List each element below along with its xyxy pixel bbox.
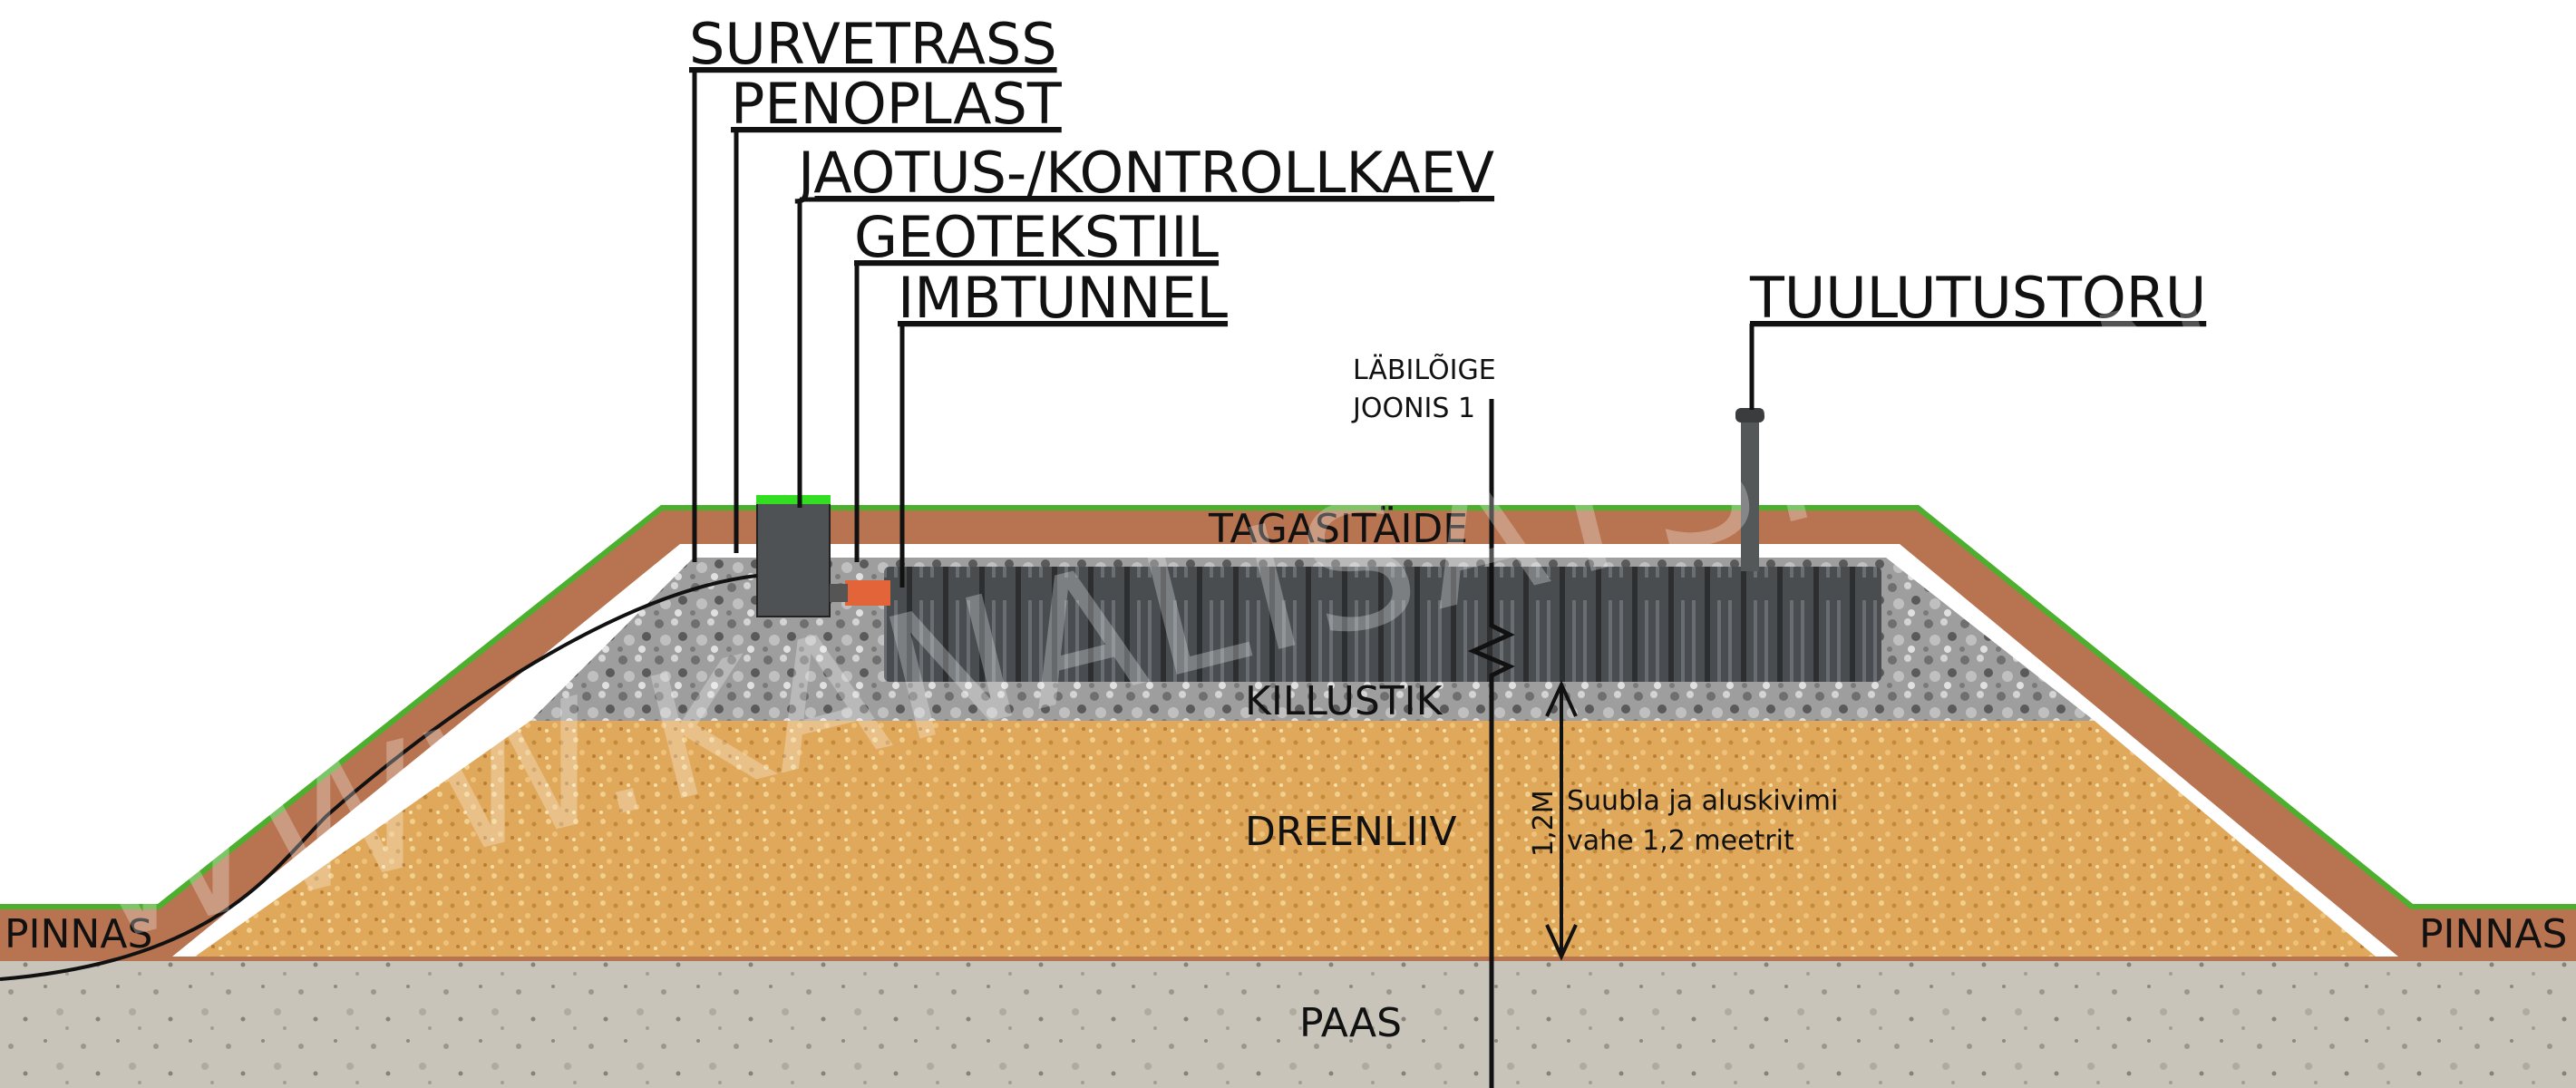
label-geotekstiil: GEOTEKSTIIL — [854, 204, 1220, 270]
insulation-block — [845, 580, 890, 606]
label-jaotus-kontrollkaev: JAOTUS-/KONTROLLKAEV — [794, 140, 1494, 206]
label-section-2: JOONIS 1 — [1351, 393, 1475, 424]
vent-pipe — [1741, 415, 1759, 571]
dimension-note-1: Suubla ja aluskivimi — [1567, 785, 1838, 817]
label-pinnas-right: PINNAS — [2419, 911, 2567, 957]
infiltration-tunnel — [884, 567, 1881, 682]
label-tuulutustoru: TUULUTUSTORU — [1749, 265, 2206, 331]
leader-geotekstiil — [854, 260, 1179, 562]
vent-cap — [1735, 408, 1764, 423]
dimension-value: 1,2M — [1528, 790, 1560, 857]
label-survetrass: SURVETRASS — [689, 11, 1057, 77]
leader-jaotus — [797, 197, 1460, 508]
dimension-arrow-top — [1545, 680, 1578, 717]
leader-imbtunnel — [899, 321, 1206, 588]
dimension-arrow-bottom — [1545, 924, 1578, 961]
label-paas: PAAS — [1299, 1000, 1402, 1046]
leader-penoplast — [734, 127, 1038, 553]
dimension-note-2: vahe 1,2 meetrit — [1567, 825, 1794, 857]
grass-line — [0, 505, 2576, 909]
label-penoplast: PENOPLAST — [731, 71, 1063, 137]
label-pinnas-left: PINNAS — [5, 911, 152, 957]
label-dreenliiv: DREENLIIV — [1245, 809, 1457, 855]
distribution-well — [756, 502, 831, 617]
leader-tuulutustoru — [1749, 321, 2172, 410]
bedrock-layer — [0, 957, 2576, 1088]
label-killustik: KILLUSTIK — [1245, 678, 1444, 724]
leader-survetrass — [692, 67, 1023, 562]
label-section-1: LÄBILÕIGE — [1353, 353, 1496, 386]
section-line — [1467, 399, 1515, 1088]
well-lid — [756, 495, 831, 504]
pressure-pipe — [0, 574, 758, 981]
sand-layer — [195, 721, 2376, 957]
well-outlet — [830, 584, 848, 602]
label-tagasitaide: TAGASITÄIDE — [1208, 505, 1468, 552]
label-imbtunnel: IMBTUNNEL — [898, 265, 1228, 331]
